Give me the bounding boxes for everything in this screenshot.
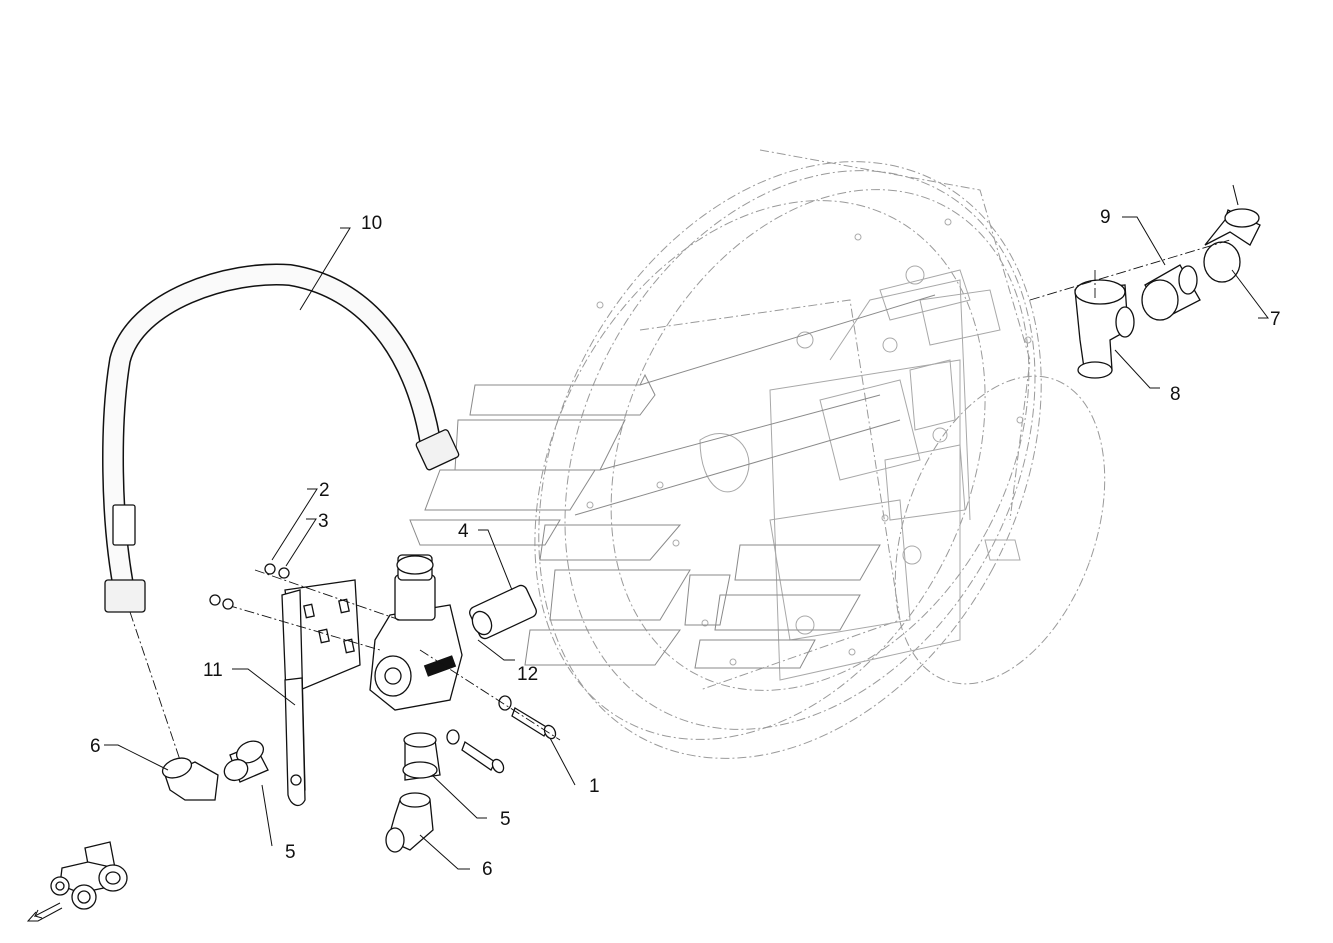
elbow-6a [161, 757, 219, 801]
callout-5b: 5 [500, 809, 511, 830]
valve-block-12 [209, 554, 463, 711]
hose-10 [102, 263, 460, 761]
callout-1: 1 [589, 776, 600, 797]
callout-11: 11 [203, 660, 223, 681]
leader-lines [104, 184, 1269, 870]
callout-2: 2 [319, 480, 330, 501]
callout-12: 12 [517, 664, 538, 685]
callout-3: 3 [318, 511, 329, 532]
tractor-orientation-icon [50, 841, 128, 910]
washers-left [209, 594, 234, 610]
callout-10: 10 [361, 213, 382, 234]
elbow-6b [385, 792, 434, 853]
fitting-4 [469, 584, 537, 640]
callout-5a: 5 [285, 842, 296, 863]
adapter-5b [402, 732, 441, 781]
callout-8: 8 [1170, 384, 1181, 405]
callout-4: 4 [458, 521, 469, 542]
adapter-5a [223, 740, 269, 783]
elbow-7 [1029, 208, 1261, 301]
ghost-transmission-housing [534, 149, 1106, 759]
washer-3 [278, 567, 290, 579]
callout-7: 7 [1270, 309, 1281, 330]
bolt-lower [446, 729, 505, 774]
bracket-11 [281, 579, 361, 807]
callout-6a: 6 [90, 736, 101, 757]
bolt-1 [419, 649, 561, 741]
tee-8 [1074, 270, 1135, 379]
callout-labels: 1 2 3 4 5 5 6 6 7 8 9 10 11 12 [90, 207, 1281, 880]
union-9 [1141, 264, 1201, 321]
direction-arrow-icon [26, 902, 63, 922]
flow-arrow-outlines [409, 294, 936, 669]
callout-9: 9 [1100, 207, 1111, 228]
callout-6b: 6 [482, 859, 493, 880]
washer-2 [264, 563, 276, 575]
